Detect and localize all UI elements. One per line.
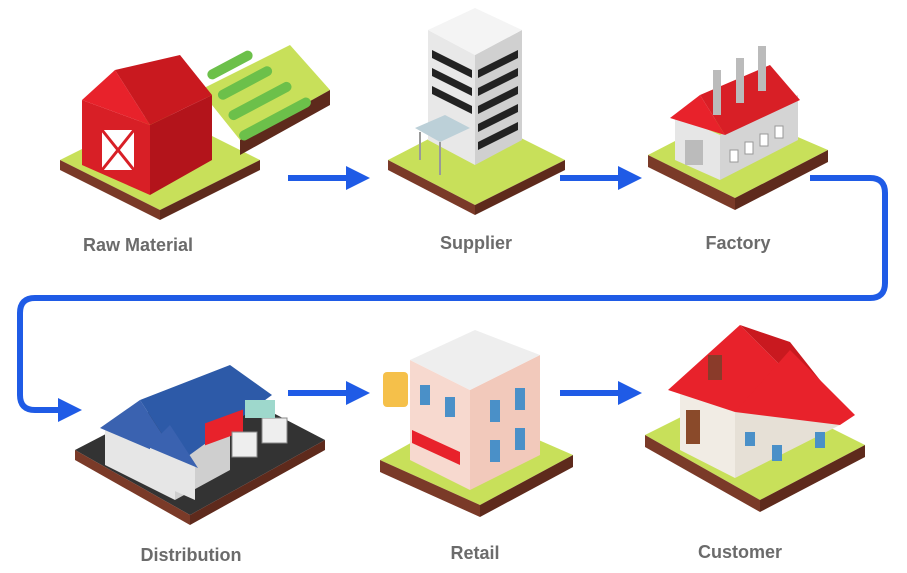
label-retail: Retail (450, 543, 500, 563)
label-distribution: Distribution (140, 545, 242, 565)
factory-illustration (648, 46, 828, 210)
label-raw-material: Raw Material (82, 235, 194, 255)
label-supplier: Supplier (439, 233, 513, 253)
distribution-illustration (75, 365, 325, 525)
label-factory: Factory (705, 233, 771, 253)
arrow-factory-to-distribution (17, 175, 888, 422)
label-customer: Customer (697, 542, 783, 562)
retail-illustration (380, 330, 573, 517)
supplier-illustration (388, 8, 565, 215)
customer-illustration (645, 325, 865, 512)
flow-arrows (17, 166, 888, 422)
raw-material-illustration (60, 45, 330, 220)
